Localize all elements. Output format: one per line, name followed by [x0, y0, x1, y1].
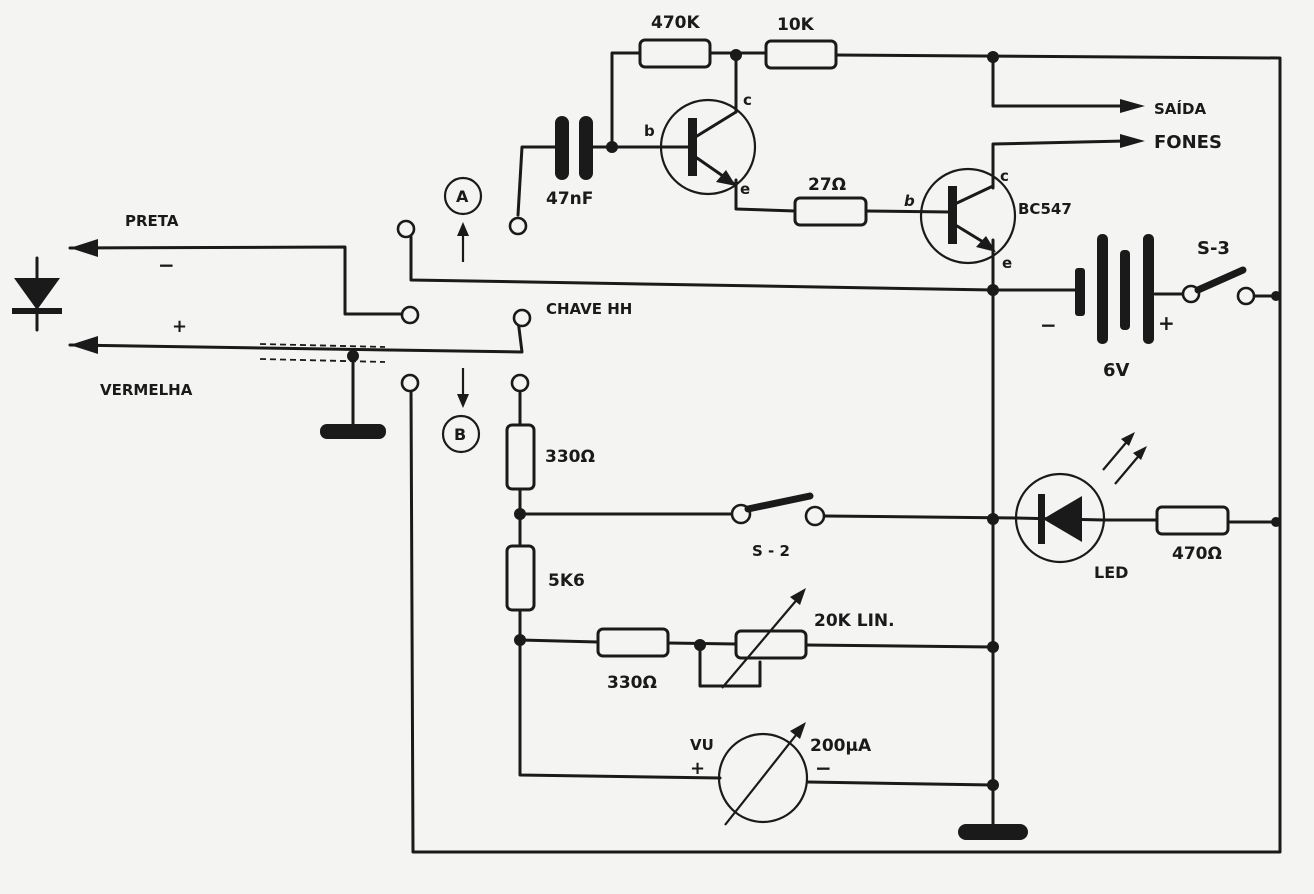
label-330-bottom: 330Ω: [607, 673, 657, 693]
led: [1014, 432, 1147, 564]
label-470: 470Ω: [1172, 544, 1222, 564]
resistor-330-top: [505, 423, 536, 491]
label-point-a: A: [456, 187, 469, 206]
probe-area: [12, 239, 386, 439]
label-fones: FONES: [1154, 132, 1222, 153]
label-20k-lin: 20K LIN.: [814, 611, 895, 631]
resistor-470k: [638, 38, 712, 69]
resistor-330-bottom: [596, 627, 670, 658]
vu-meter: [717, 722, 809, 826]
resistors: [505, 38, 1230, 689]
wires: [68, 51, 1282, 854]
label-bc547: BC547: [1018, 200, 1072, 218]
label-pin-e2: e: [1002, 254, 1012, 272]
fones-arrow: [1120, 134, 1145, 148]
label-point-b: B: [454, 425, 466, 444]
label-bat-minus: −: [1040, 313, 1057, 337]
transistor-t1: [659, 98, 757, 196]
label-330-top: 330Ω: [545, 447, 595, 467]
junction-dots: [514, 49, 1281, 791]
label-pin-c2: c: [1000, 167, 1009, 185]
label-6v: 6V: [1103, 360, 1130, 381]
resistor-10k: [764, 39, 838, 70]
label-meter-plus: +: [690, 758, 705, 779]
label-5k6: 5K6: [548, 571, 585, 591]
ground-bar: [958, 824, 1028, 840]
label-cap-47nf: 47nF: [546, 189, 593, 209]
switch-s2: [730, 492, 826, 527]
potentiometer-20k: [734, 629, 808, 660]
chave-hh-terminals: [396, 216, 532, 393]
label-s2: S - 2: [752, 542, 790, 560]
label-meter-minus: −: [815, 756, 832, 780]
label-led: LED: [1094, 563, 1128, 582]
label-pin-b1: b: [644, 122, 655, 140]
capacitor-47nf: [555, 116, 593, 180]
saida-arrow: [1120, 99, 1145, 113]
label-preta: PRETA: [125, 212, 179, 230]
label-saida: SAÍDA: [1154, 99, 1206, 118]
label-probe-plus: +: [172, 316, 187, 337]
label-vermelha: VERMELHA: [100, 381, 193, 399]
probe-ground-bar: [320, 424, 386, 439]
label-pin-e1: e: [740, 180, 750, 198]
resistor-5k6: [505, 544, 536, 612]
label-10k: 10K: [777, 15, 815, 35]
label-vu: VU: [690, 736, 714, 754]
label-bat-plus: +: [1158, 311, 1175, 335]
resistor-27: [793, 196, 868, 227]
diode-symbol: [14, 278, 60, 310]
label-470k: 470K: [651, 13, 700, 33]
label-chave-hh: CHAVE HH: [546, 300, 632, 318]
label-200ua: 200µA: [810, 736, 872, 756]
transistor-t2: [919, 167, 1017, 265]
resistor-470: [1155, 505, 1230, 536]
point-b-circle: [441, 414, 481, 454]
labels: 470K 10K SAÍDA FONES 47nF b c e 27Ω b c …: [100, 13, 1230, 780]
label-s3: S-3: [1197, 238, 1230, 259]
label-probe-minus: −: [158, 253, 175, 277]
label-27: 27Ω: [808, 175, 846, 195]
label-pin-c1: c: [743, 91, 752, 109]
point-a-circle: [443, 176, 483, 216]
switch-s3: [1181, 266, 1256, 306]
label-pin-b2: b: [904, 192, 915, 210]
battery-6v: [1075, 234, 1154, 344]
